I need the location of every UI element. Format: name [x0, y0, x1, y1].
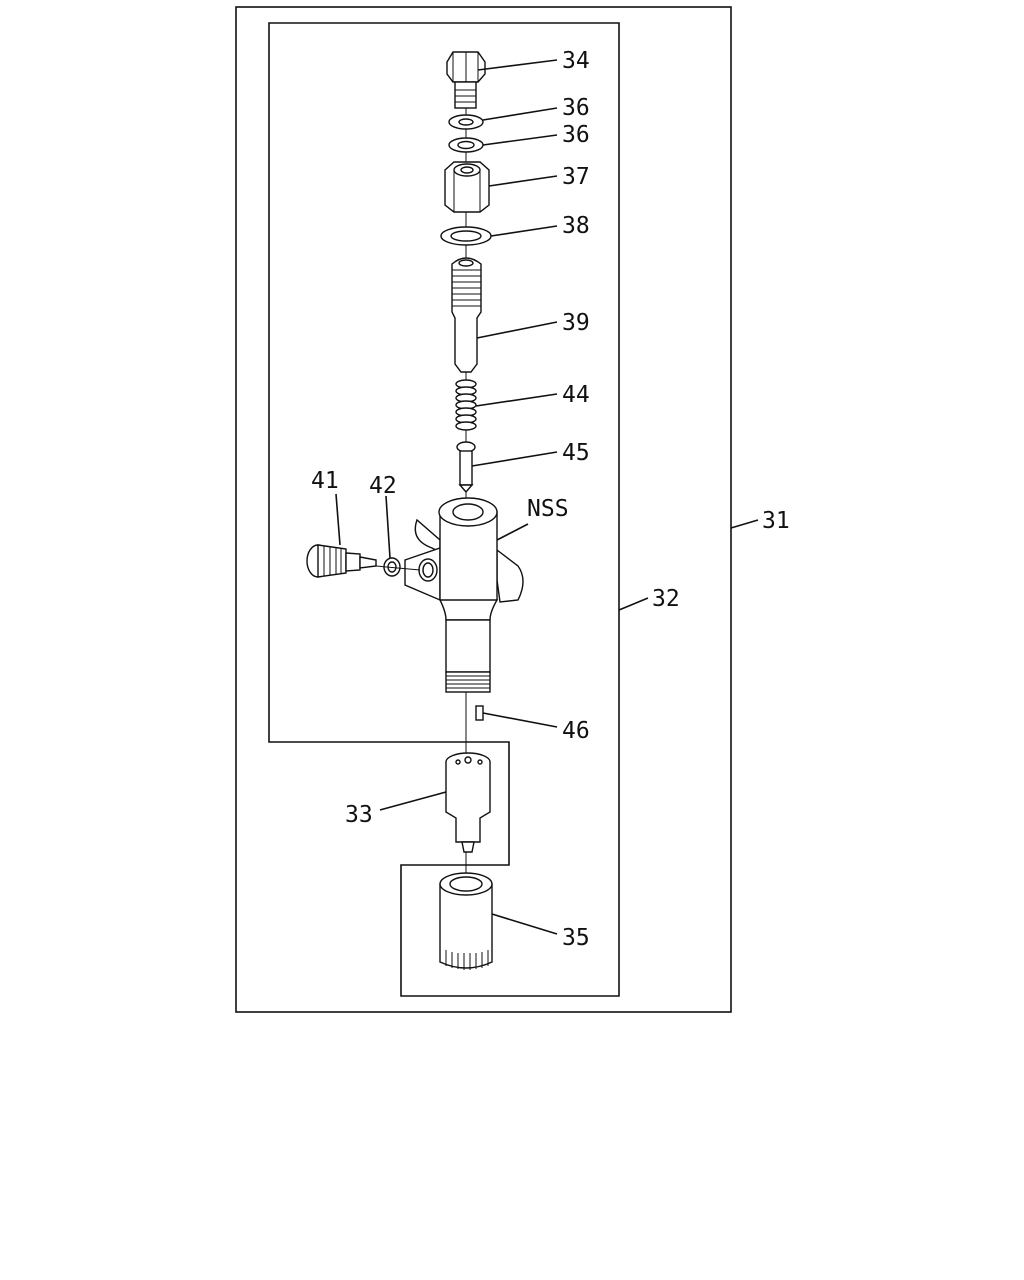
callout-36-lower: 36 [562, 122, 590, 148]
callout-42: 42 [369, 473, 397, 499]
assembly-31-frame [235, 6, 732, 1013]
callout-36-upper: 36 [562, 95, 590, 121]
callout-41: 41 [311, 468, 339, 494]
callout-31: 31 [762, 508, 790, 534]
retaining-nut [444, 161, 490, 213]
washer-lower [448, 137, 484, 153]
callout-32: 32 [652, 586, 680, 612]
inlet-connector [451, 257, 482, 373]
subassembly-32-frame [268, 22, 620, 997]
callout-37: 37 [562, 164, 590, 190]
spring [455, 379, 477, 431]
callout-44: 44 [562, 382, 590, 408]
leader-lines [335, 59, 759, 935]
gasket [440, 226, 492, 246]
fitting-axis [375, 565, 421, 571]
callout-33: 33 [345, 802, 373, 828]
callout-46: 46 [562, 718, 590, 744]
banjo-bolt [446, 51, 486, 109]
callout-34: 34 [562, 48, 590, 74]
callout-38: 38 [562, 213, 590, 239]
injector-body [404, 497, 524, 693]
inlet-fitting [306, 544, 377, 578]
callout-39: 39 [562, 310, 590, 336]
callout-nss: NSS [527, 496, 569, 522]
nozzle [445, 752, 491, 853]
nozzle-retaining-nut [439, 872, 493, 970]
callout-35: 35 [562, 925, 590, 951]
washer-upper [448, 114, 484, 130]
callout-45: 45 [562, 440, 590, 466]
dowel-pin [475, 705, 484, 721]
push-rod [456, 441, 476, 494]
